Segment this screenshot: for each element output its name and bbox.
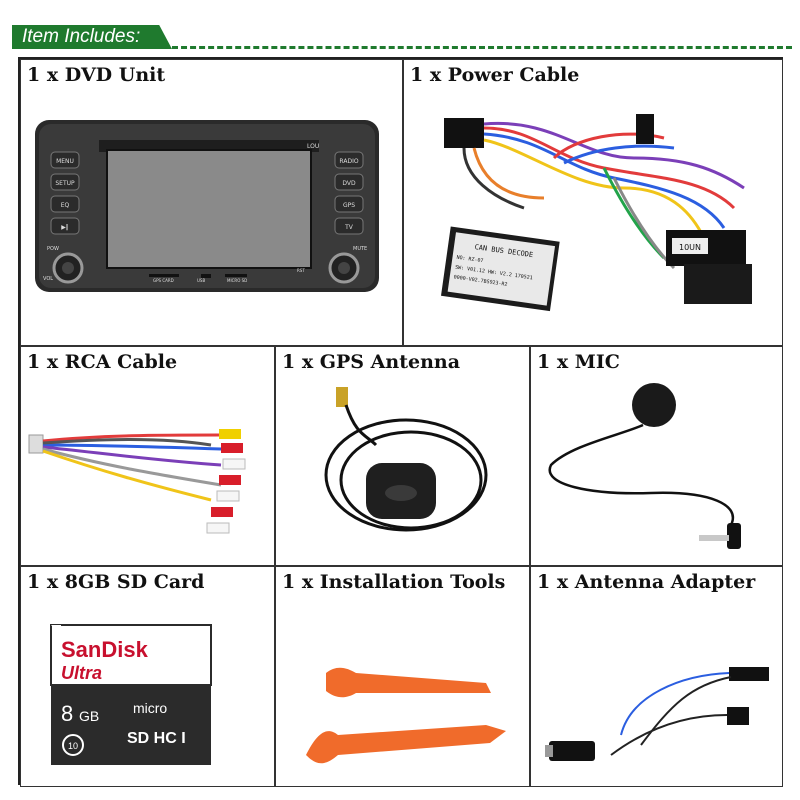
item-mic: 1 x MIC: [530, 346, 783, 566]
decoder-label-2: NO: RZ-07: [456, 255, 484, 265]
item-sd-card: 1 x 8GB SD Card SanDisk Ultra 8 GB micro…: [20, 566, 275, 787]
mic-image: [531, 375, 782, 565]
item-title: 1 x RCA Cable: [27, 351, 178, 373]
item-power-cable: 1 x Power Cable: [403, 59, 783, 346]
antenna-adapter-image: [531, 595, 782, 786]
dvd-label-lou: LOU: [307, 143, 319, 150]
dvd-right-button-3: GPS: [343, 202, 355, 209]
sd-format: micro: [133, 700, 167, 716]
dvd-left-button-3: EQ: [61, 202, 70, 209]
connector-tag: 10UN: [679, 243, 701, 252]
section-header: Item Includes:: [12, 22, 792, 52]
dvd-left-button-2: SETUP: [55, 180, 75, 187]
installation-tools-image: [276, 595, 529, 786]
sd-line: Ultra: [61, 663, 102, 683]
item-antenna-adapter: 1 x Antenna Adapter: [530, 566, 783, 787]
dvd-label-usb: USB: [197, 278, 205, 283]
gps-antenna-image: [276, 375, 529, 565]
dvd-label-vol: VOL: [43, 276, 53, 282]
sd-class: 10: [68, 741, 78, 751]
sd-hc: SD HC I: [127, 730, 186, 747]
item-title: 1 x 8GB SD Card: [27, 571, 205, 593]
dvd-label-micro-sd: MICRO SD: [227, 278, 247, 283]
dvd-label-rst: RST: [297, 268, 305, 273]
header-title: Item Includes:: [12, 25, 172, 49]
sd-brand: SanDisk: [61, 637, 149, 662]
sd-unit: GB: [79, 708, 99, 724]
sd-capacity: 8: [61, 701, 73, 726]
dvd-unit-image: MENU SETUP EQ ▶‖ RADIO DVD GPS TV LOU: [21, 88, 402, 345]
power-cable-image: CAN BUS DECODE NO: RZ-07 SW: V01.12 HW: …: [404, 88, 782, 345]
sd-card-image: SanDisk Ultra 8 GB micro SD HC I 10: [21, 595, 274, 786]
dvd-right-button-2: DVD: [342, 180, 356, 187]
dvd-left-button-4: ▶‖: [61, 224, 69, 231]
item-gps-antenna: 1 x GPS Antenna: [275, 346, 530, 566]
dvd-label-mute: MUTE: [353, 246, 367, 252]
item-title: 1 x Antenna Adapter: [537, 571, 756, 593]
item-rca-cable: 1 x RCA Cable: [20, 346, 275, 566]
item-title: 1 x DVD Unit: [27, 64, 166, 86]
item-installation-tools: 1 x Installation Tools: [275, 566, 530, 787]
header-dashed-line: [172, 46, 792, 49]
items-grid: 1 x DVD Unit MENU SETUP EQ ▶‖ RAD: [18, 57, 783, 787]
dvd-right-button-1: RADIO: [339, 158, 358, 165]
rca-cable-image: [21, 375, 274, 565]
dvd-label-gps-card: GPS CARD: [153, 278, 174, 283]
dvd-label-pow: POW: [47, 246, 59, 252]
dvd-left-button-1: MENU: [56, 158, 74, 165]
item-title: 1 x Power Cable: [410, 64, 580, 86]
item-dvd-unit: 1 x DVD Unit MENU SETUP EQ ▶‖ RAD: [20, 59, 403, 346]
dvd-right-button-4: TV: [344, 224, 354, 231]
item-title: 1 x Installation Tools: [282, 571, 506, 593]
item-title: 1 x MIC: [537, 351, 620, 373]
item-title: 1 x GPS Antenna: [282, 351, 461, 373]
